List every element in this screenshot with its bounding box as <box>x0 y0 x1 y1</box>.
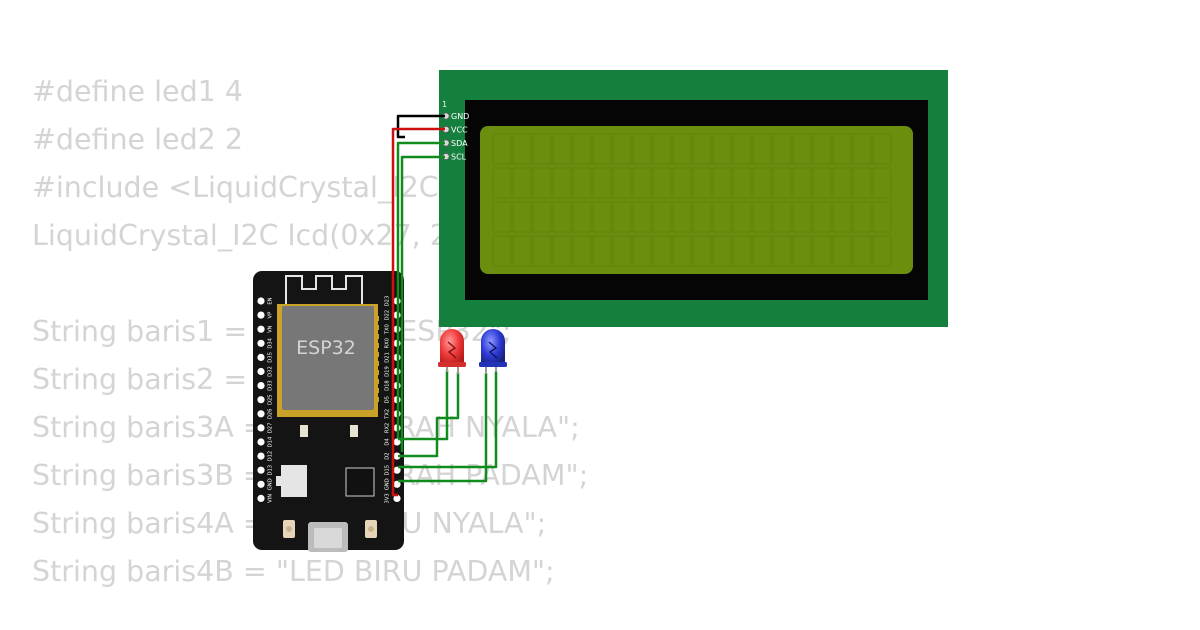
esp32-pin-label: D18 <box>385 380 391 391</box>
esp32-pin-label: D13 <box>268 465 274 476</box>
esp32-pin-label: VN <box>268 325 274 333</box>
esp32-module-can <box>282 306 374 410</box>
esp32-pin-3v3[interactable] <box>393 494 401 502</box>
lcd-screen <box>480 126 913 274</box>
esp32-pin-label: D33 <box>268 380 274 391</box>
lcd-pin-label: SDA <box>451 139 468 148</box>
led-blue-body <box>481 329 505 365</box>
wire-vcc <box>391 127 445 497</box>
esp32-pin-label: TX2 <box>385 409 391 420</box>
esp32-pin-label: D5 <box>385 396 391 403</box>
esp32-pin-label: TX0 <box>385 324 391 335</box>
code-line: #include <LiquidCrystal_I2C.h> <box>32 171 490 204</box>
wiring <box>391 114 498 497</box>
esp32-pin-d32[interactable] <box>257 367 265 376</box>
wire-led2 <box>398 371 498 469</box>
esp32-pin-label: D4 <box>385 438 391 446</box>
lcd-pin-label: VCC <box>451 126 468 135</box>
usb-uart-chip <box>345 467 375 497</box>
wire-sda <box>396 141 445 438</box>
esp32-pin-label: D22 <box>385 310 391 321</box>
esp32-pin-label: D21 <box>385 352 391 363</box>
esp32-pin-d27[interactable] <box>257 424 265 432</box>
antenna-trace <box>285 275 363 304</box>
esp32-pin-label: RX0 <box>385 338 391 348</box>
esp32-pin-label: D19 <box>385 366 391 377</box>
led-blue <box>479 329 507 374</box>
esp32-pin-label: D35 <box>268 352 274 363</box>
esp32-pin-label: 3V3 <box>385 493 391 503</box>
esp32-pin-d2[interactable] <box>393 452 401 460</box>
esp32-pin-en[interactable] <box>257 297 265 305</box>
esp32-pin-label: D34 <box>268 337 274 348</box>
esp32-pin-label: D32 <box>268 366 274 377</box>
esp32-pin-label: D12 <box>268 451 274 462</box>
esp32-pin-d12[interactable] <box>257 452 265 460</box>
wire-led2-cathode <box>398 373 488 483</box>
lcd-module: 1 GND VCC SDA SCL <box>439 70 948 327</box>
esp32-pin-label: GND <box>268 478 274 490</box>
code-line: String baris4B = "LED BIRU PADAM"; <box>32 555 555 588</box>
esp32-pin-d25[interactable] <box>257 396 265 404</box>
esp32-pin-label: VIN <box>268 494 274 503</box>
esp32-pin-label: D27 <box>268 423 274 434</box>
esp32-pin-d14[interactable] <box>257 438 265 446</box>
led-red <box>438 329 466 374</box>
esp32-board: ESP32 ENVPVND34D35D32D33D25D26D27D14D12D… <box>253 271 404 552</box>
esp32-pin-d34[interactable] <box>257 339 265 347</box>
esp32-pin-label: D15 <box>385 465 391 476</box>
esp32-pin-vin[interactable] <box>257 494 265 502</box>
esp32-pin-gnd[interactable] <box>257 480 265 488</box>
esp32-pin-label: D26 <box>268 408 274 419</box>
esp32-pin-label: D25 <box>268 394 274 405</box>
lcd-character-grid <box>492 133 892 267</box>
code-line: #define led1 4 <box>32 75 243 108</box>
esp32-pin-label: D14 <box>268 436 274 447</box>
esp32-pin-d13[interactable] <box>257 466 265 474</box>
code-line: #define led2 2 <box>32 123 243 156</box>
wire-led1-cathode <box>398 372 460 458</box>
voltage-regulator <box>281 465 307 497</box>
esp32-pin-label: RX2 <box>385 423 391 433</box>
esp32-pin-vn[interactable] <box>257 325 265 333</box>
esp32-pin-d26[interactable] <box>257 410 265 418</box>
esp32-pin-label: D2 <box>385 452 391 459</box>
esp32-pin-d35[interactable] <box>257 353 265 361</box>
esp32-pin-label: GND <box>385 478 391 490</box>
wire-scl <box>400 155 445 452</box>
led-red-body <box>440 329 464 365</box>
lcd-pin1-marker: 1 <box>442 100 447 109</box>
lcd-pin-label: GND <box>451 112 469 121</box>
esp32-label: ESP32 <box>296 337 356 359</box>
smd-component <box>350 425 358 437</box>
esp32-pin-d15[interactable] <box>393 466 401 474</box>
smd-component <box>300 425 308 437</box>
esp32-pin-vp[interactable] <box>257 311 265 319</box>
esp32-pin-label: D23 <box>385 296 391 307</box>
esp32-pin-label: VP <box>268 312 274 319</box>
esp32-pin-gnd[interactable] <box>393 480 401 488</box>
wire-gnd <box>396 114 445 139</box>
wire-led1 <box>398 370 449 441</box>
esp32-pin-d33[interactable] <box>257 382 265 390</box>
esp32-pin-label: EN <box>268 297 274 304</box>
lcd-pin-label: SCL <box>451 153 467 162</box>
